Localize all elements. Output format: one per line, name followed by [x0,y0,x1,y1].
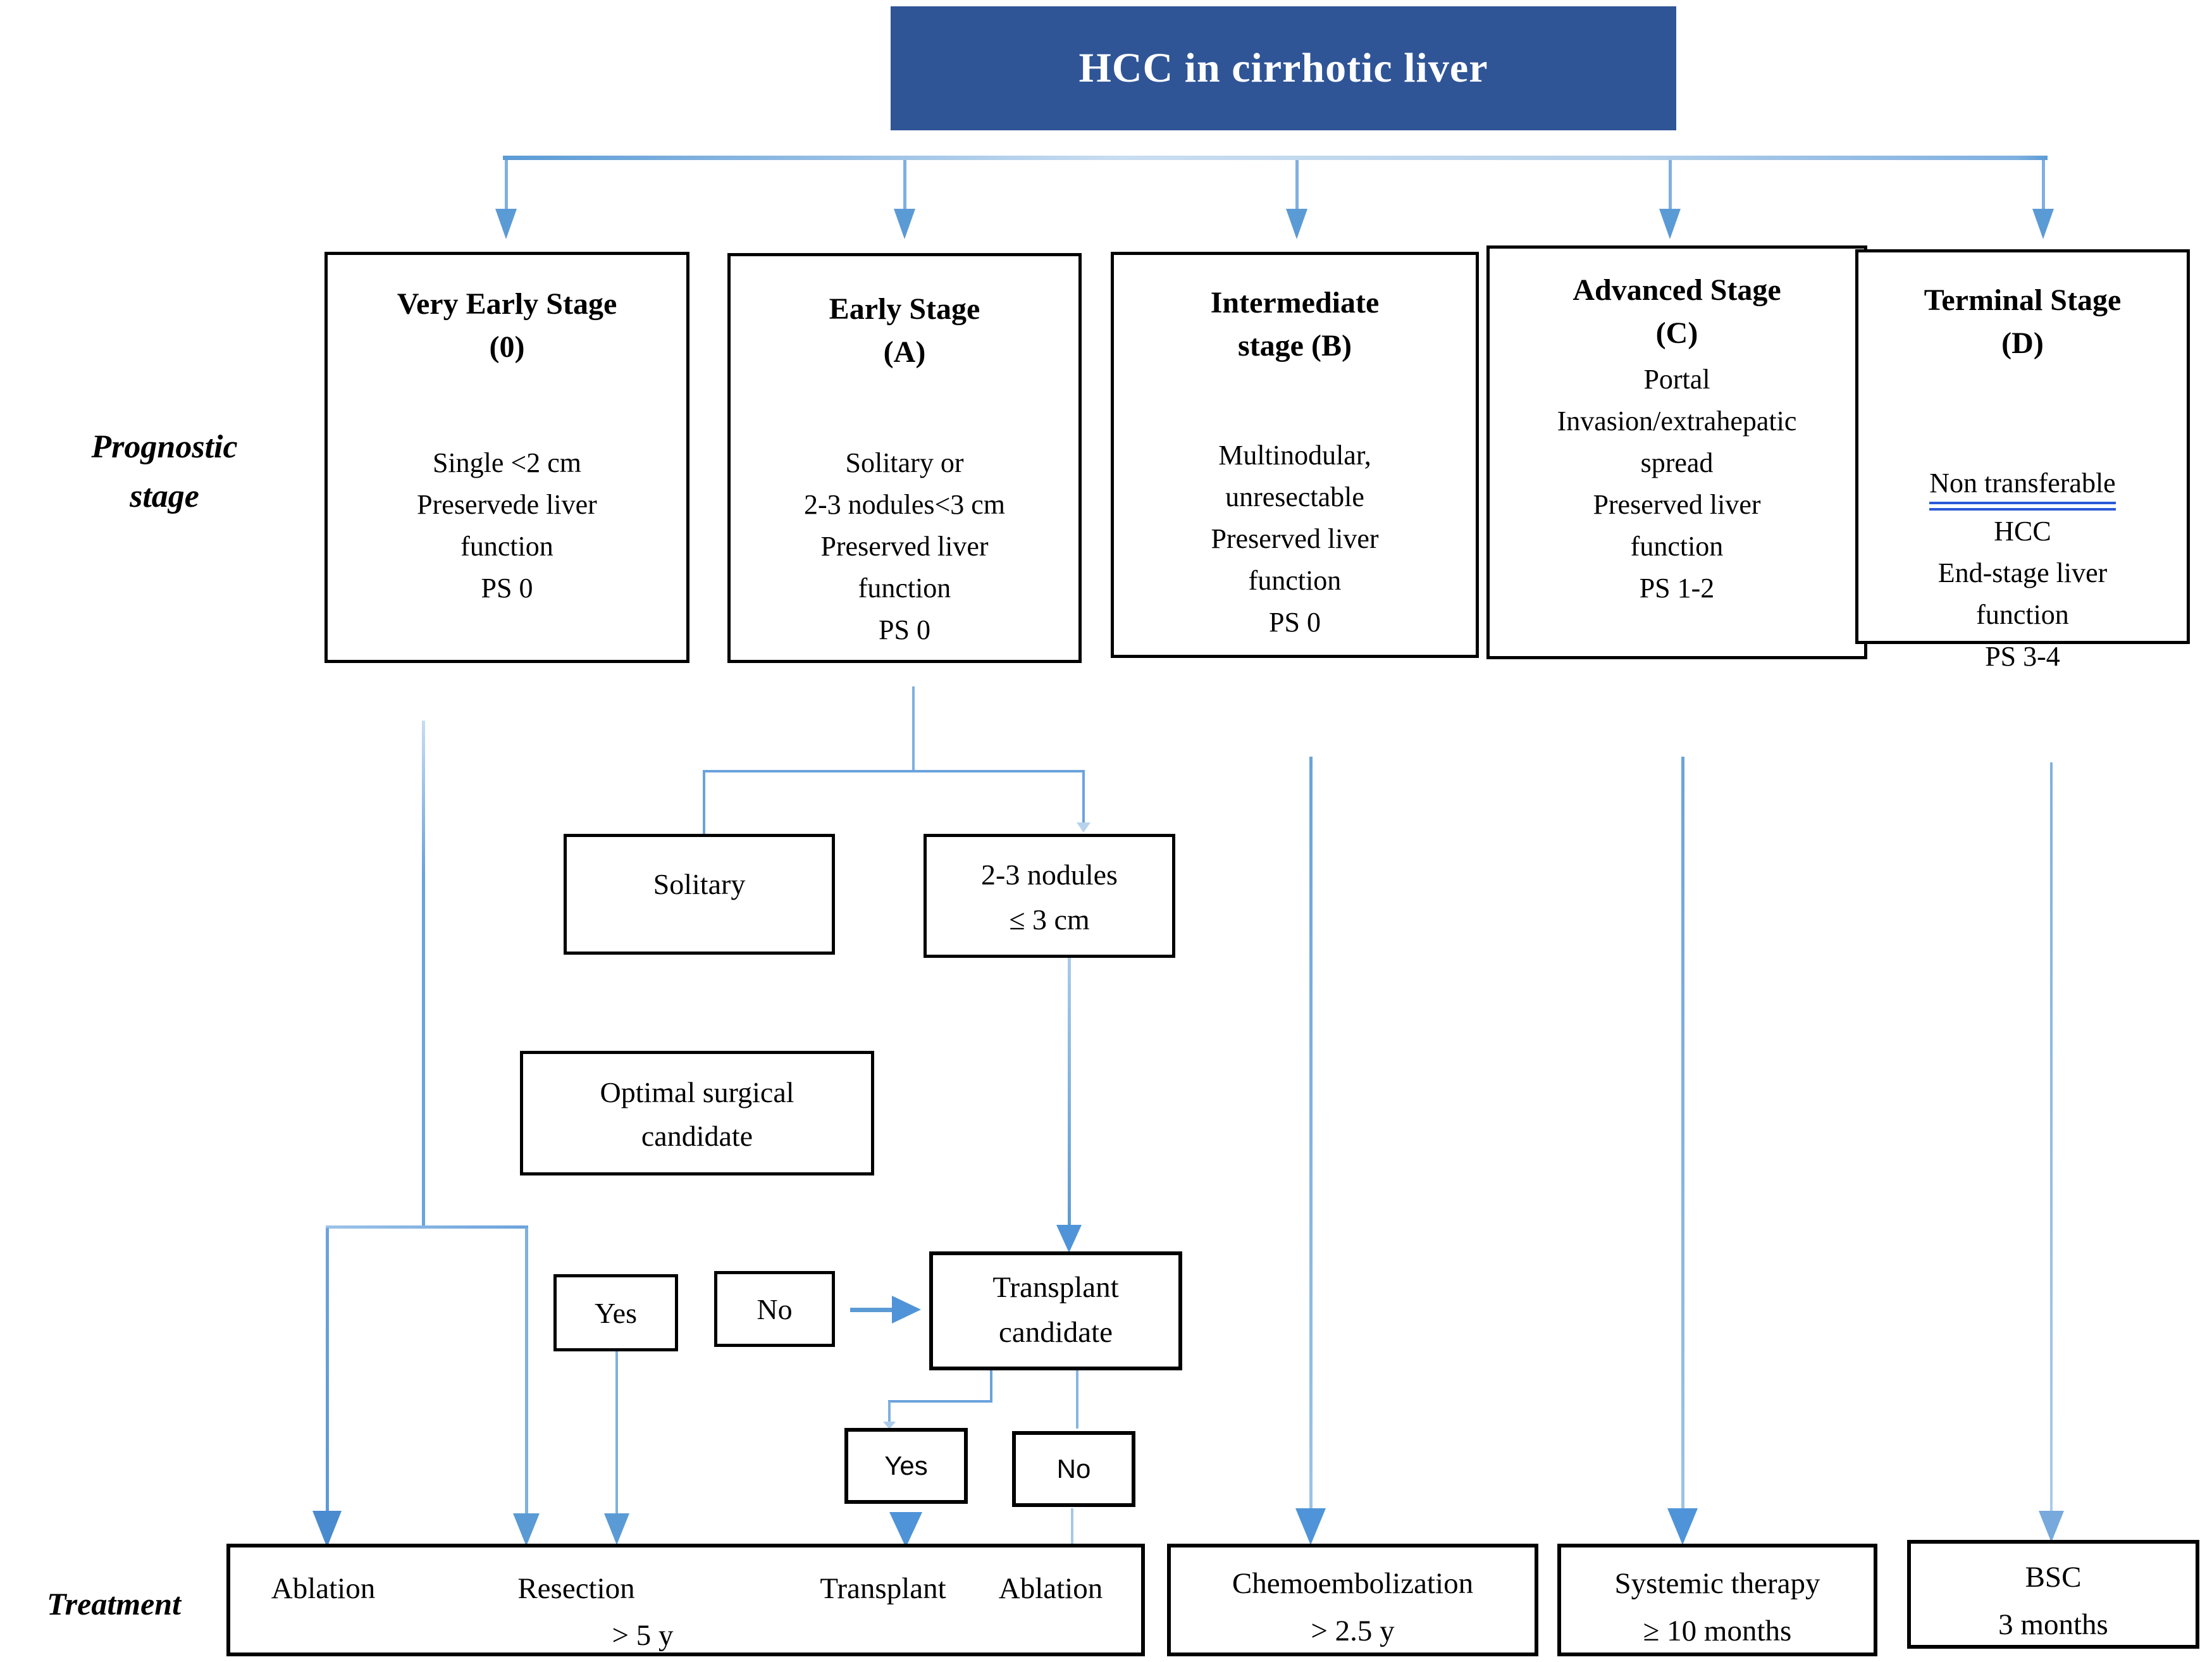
terminal-to-treatment-line [2050,762,2053,1512]
survival-estimate: > 2.5 y [1311,1615,1395,1647]
nodules-to-transplant-arrowhead [1056,1225,1082,1253]
fan-drop-line-2 [903,160,906,209]
treatment-option-ablation-2: Ablation [998,1572,1103,1605]
early-split-stem-line [912,686,915,772]
stage-box-very-early: Very Early Stage (0) Single <2 cm Preser… [324,252,689,663]
solitary-box: Solitary [564,834,835,955]
early-split-left-line [703,771,705,834]
intermediate-to-treatment-line [1309,757,1313,1510]
ablation-branch-arrowhead [312,1511,342,1547]
transplant-candidate-box: Transplant candidate [929,1251,1182,1370]
early-split-horizontal-line [703,770,1085,772]
fan-arrowhead-5 [2032,209,2054,239]
stage-box-advanced: Advanced Stage (C) Portal Invasion/extra… [1486,245,1867,659]
prognostic-stage-label: Prognostic stage [91,429,238,514]
treatment-option-resection: Resection [517,1572,635,1605]
no-label: No [757,1293,793,1325]
treatment-box-chemoembolization: Chemoembolization > 2.5 y [1167,1544,1538,1656]
stage-title: Terminal Stage (D) [1924,283,2122,361]
stage-criteria: Portal Invasion/extrahepatic spread Pres… [1557,364,1797,604]
fan-arrowhead-3 [1286,209,1307,239]
transplant-right-drop-line [1076,1370,1078,1429]
intermediate-to-treatment-arrowhead [1295,1508,1326,1545]
no-to-transplant-arrowhead [892,1296,921,1324]
fan-drop-line-3 [1295,160,1299,209]
nodules-box: 2-3 nodules ≤ 3 cm [924,834,1175,958]
fan-arrowhead-1 [495,209,517,239]
resection-branch-line [525,1228,528,1514]
no-to-transplant-line [850,1308,892,1312]
optimal-yes-box: Yes [553,1274,678,1351]
treatment-option-ablation: Ablation [271,1572,376,1605]
treatment-box-curative: Ablation Resection Transplant Ablation >… [226,1544,1145,1656]
transplant-left-horizontal-line [888,1400,992,1403]
no-label: No [1056,1454,1091,1484]
transplant-left-drop-arrowhead [883,1422,896,1429]
stage-title: Very Early Stage (0) [397,287,617,364]
yes-label: Yes [884,1451,928,1480]
transplant-yes-arrowhead [889,1512,922,1547]
stage-box-intermediate: Intermediate stage (B) Multinodular, unr… [1111,252,1479,658]
stage-criteria: Solitary or 2-3 nodules<3 cm Preserved l… [803,447,1006,646]
stage-title: Advanced Stage (C) [1572,273,1781,350]
yes-to-treatment-line [615,1351,618,1515]
transplant-no-drop-line [1071,1508,1073,1544]
fan-drop-line-5 [2042,160,2045,209]
page-title: HCC in cirrhotic liver [1078,45,1488,91]
very-early-stem-line [422,721,425,1228]
fan-horizontal-line [503,156,2048,160]
treatment-box-systemic-therapy: Systemic therapy ≥ 10 months [1557,1544,1877,1656]
fan-drop-line-4 [1669,160,1672,209]
stage-criteria-rest: HCC End-stage liver function PS 3-4 [1937,515,2108,672]
survival-estimate: 3 months [1998,1608,2108,1641]
very-early-elbow-horizontal-line [326,1225,528,1229]
fan-drop-line-1 [505,160,508,209]
stage-title: Early Stage (A) [829,292,980,369]
transplant-yes-box: Yes [844,1428,968,1504]
optimal-surgical-candidate-box: Optimal surgical candidate [520,1051,874,1175]
survival-estimate: > 5 y [612,1619,674,1652]
solitary-label: Solitary [653,868,746,900]
transplant-no-box: No [1012,1431,1135,1507]
transplant-left-stub-line [990,1370,992,1403]
stage-criteria: Non transferable HCC End-stage liver fun… [1858,421,2187,719]
early-split-right-line [1082,771,1085,824]
transplant-left-drop-line [888,1401,891,1423]
advanced-to-treatment-line [1681,757,1684,1510]
treatment-label: Treatment [46,1586,181,1622]
stage-box-early: Early Stage (A) Solitary or 2-3 nodules<… [727,253,1082,663]
treatment-box-bsc: BSC 3 months [1907,1540,2199,1649]
resection-branch-arrowhead [513,1513,540,1546]
treatment-name: Systemic therapy [1614,1567,1820,1600]
terminal-to-treatment-arrowhead [2039,1511,2064,1542]
nodules-to-transplant-line [1068,958,1071,1226]
stage-criteria: Single <2 cm Preservede liver function P… [417,447,597,604]
non-transferable-underlined: Non transferable [1929,468,2116,504]
stage-criteria: Multinodular, unresectable Preserved liv… [1211,440,1379,638]
survival-estimate: ≥ 10 months [1643,1615,1792,1647]
early-split-right-arrowhead [1077,822,1091,833]
title-banner: HCC in cirrhotic liver [891,6,1676,130]
ablation-branch-line [326,1228,329,1513]
stage-box-terminal: Terminal Stage (D) Non transferable HCC … [1855,249,2190,672]
yes-to-treatment-arrowhead [604,1513,629,1545]
stage-title: Intermediate stage (B) [1210,286,1380,363]
advanced-to-treatment-arrowhead [1667,1508,1698,1545]
optimal-no-box: No [714,1271,835,1347]
fan-arrowhead-4 [1659,209,1681,239]
fan-arrowhead-2 [894,209,915,239]
treatment-name: BSC [2025,1561,2082,1594]
treatment-option-transplant: Transplant [820,1572,946,1605]
treatment-name: Chemoembolization [1232,1567,1474,1600]
yes-label: Yes [595,1296,637,1329]
